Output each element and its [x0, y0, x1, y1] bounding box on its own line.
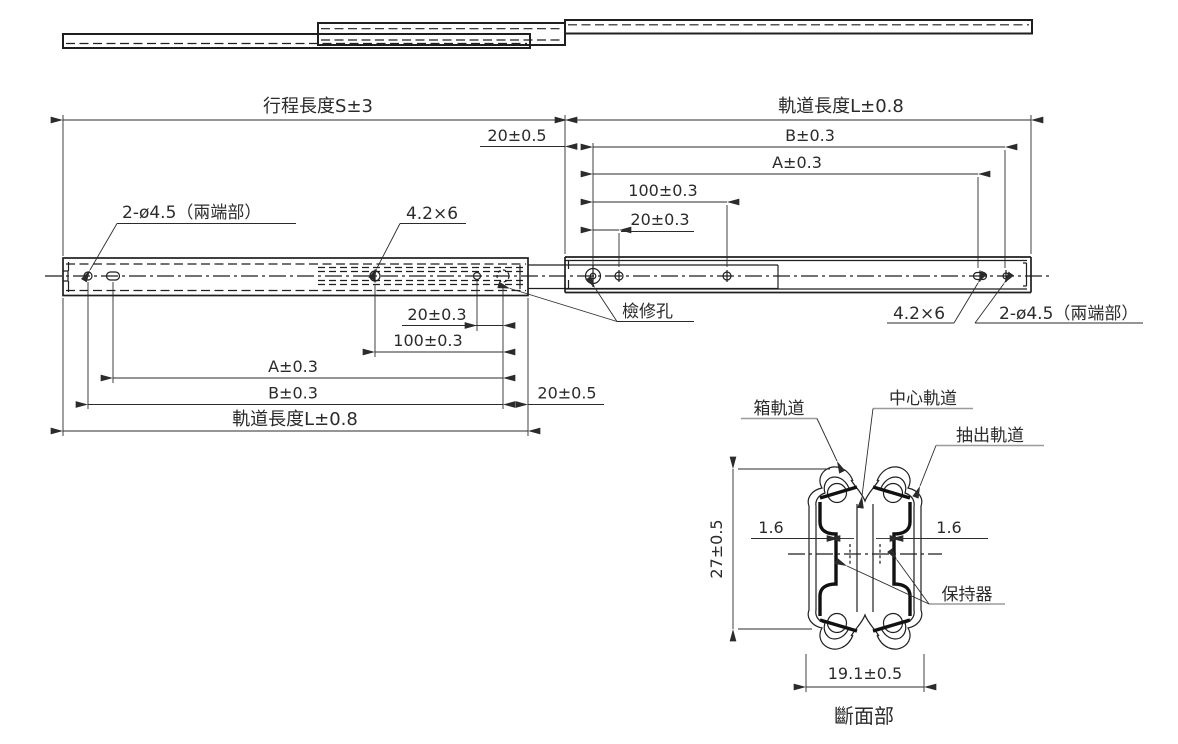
dim-thickness-right: 1.6	[936, 518, 961, 537]
dim-stroke-length: 行程長度S±3	[263, 96, 373, 117]
main-view-rails	[45, 256, 1052, 297]
dim-100-left: 100±0.3	[393, 331, 462, 350]
retainer-left	[818, 485, 858, 633]
callout-slot-left: 4.2×6	[406, 204, 458, 224]
dim-section-height: 27±0.5	[707, 519, 726, 578]
center-rail-profile-top	[850, 479, 880, 503]
extended-slide-top-view	[62, 19, 1033, 49]
dim-20-end-left: 20±0.5	[537, 384, 596, 403]
callouts-main-view: 2-ø4.5（兩端部） 4.2×6 檢修孔 4.2×6 2-ø4.5（兩端部）	[80, 203, 1143, 324]
cabinet-rail-profile-inner	[815, 476, 850, 640]
dim-rail-length-top: 軌道長度L±0.8	[778, 96, 904, 117]
extension-lines	[62, 115, 1032, 436]
dim-100-right: 100±0.3	[628, 181, 697, 200]
drawer-rail-profile-inner	[880, 476, 915, 640]
drawer-rail-body	[62, 257, 529, 297]
retainer-right	[872, 485, 912, 633]
dim-20-left: 20±0.3	[407, 305, 466, 324]
dim-a-right: A±0.3	[772, 153, 822, 172]
dim-thickness-left: 1.6	[758, 518, 783, 537]
callout-retainer: 保持器	[942, 585, 993, 605]
callout-end-holes-right: 2-ø4.5（兩端部）	[999, 304, 1138, 324]
callout-drawer-rail: 抽出軌道	[956, 426, 1024, 446]
dim-b-left: B±0.3	[268, 384, 318, 403]
dim-a-left: A±0.3	[268, 357, 318, 376]
callout-inspection-hole: 檢修孔	[622, 302, 673, 322]
dim-20-end-right: 20±0.5	[487, 126, 546, 145]
dimensions-bottom-left: 20±0.3 100±0.3 A±0.3 B±0.3 20±0.5 軌道長度L±…	[50, 305, 604, 435]
cabinet-rail-right-bracket	[1023, 262, 1028, 287]
dim-b-right: B±0.3	[785, 126, 835, 145]
center-rail-profile-bottom	[850, 613, 880, 637]
section-caption: 斷面部	[834, 704, 894, 728]
callout-cabinet-rail: 箱軌道	[754, 399, 805, 419]
callout-slot-right: 4.2×6	[893, 304, 945, 324]
cross-section-view: 箱軌道 中心軌道 抽出軌道 保持器 27±0.5 1.6 1.6 19.1±0.…	[707, 389, 1044, 728]
ball-top-left	[826, 482, 848, 504]
dimensions-top: 行程長度S±3 軌道長度L±0.8 20±0.5 B±0.3 A±0.3 100…	[50, 96, 1044, 234]
callout-end-holes-left: 2-ø4.5（兩端部）	[122, 203, 261, 223]
dim-rail-length-left: 軌道長度L±0.8	[232, 409, 358, 430]
cabinet-rail-extended	[564, 19, 1033, 35]
dim-section-width: 19.1±0.5	[828, 664, 902, 683]
dim-20-right: 20±0.3	[630, 210, 689, 229]
callout-center-rail: 中心軌道	[889, 389, 957, 409]
drawer-rail-extended	[62, 33, 531, 49]
drawer-rail-profile	[876, 466, 923, 650]
ball-top-right	[882, 482, 904, 504]
